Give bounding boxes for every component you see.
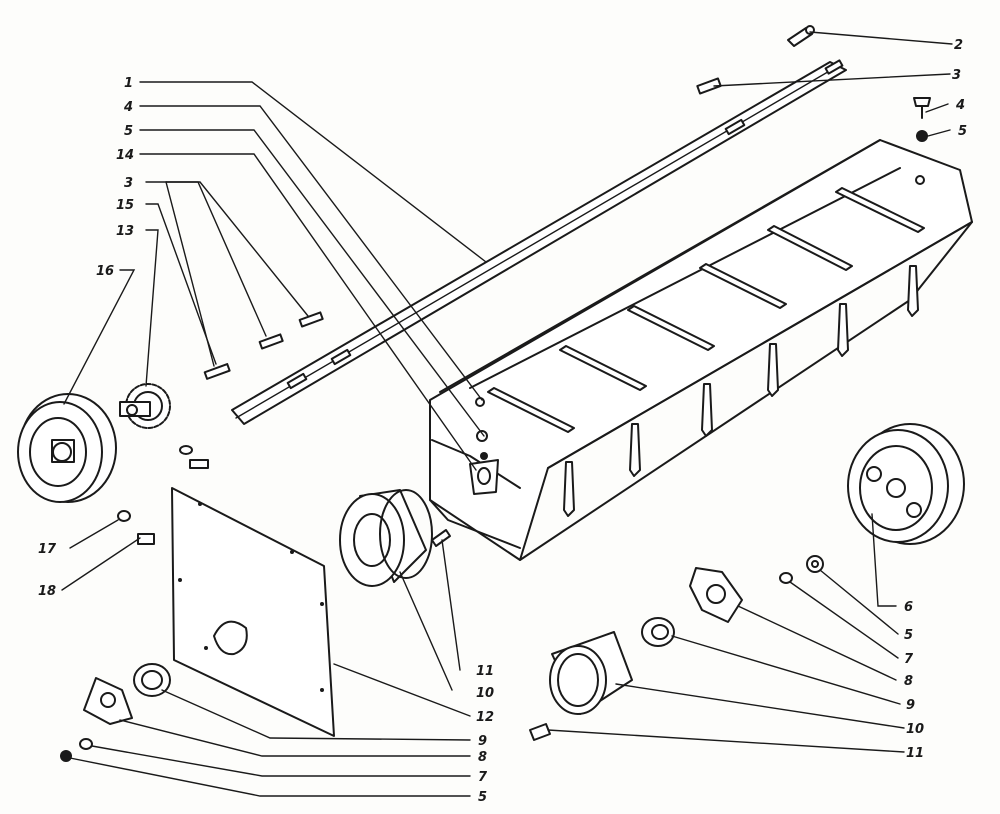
roller-right (549, 631, 633, 715)
bolt-top (787, 25, 815, 47)
fasteners-right (779, 555, 824, 584)
mounting-plate (171, 487, 335, 737)
callout-14: 14 (116, 148, 134, 163)
pulley-right (847, 423, 965, 545)
callout-8-right: 8 (904, 674, 913, 689)
pulley-left (17, 393, 117, 503)
trough-body (429, 139, 973, 561)
flange-right (689, 567, 743, 623)
callout-labels: 1 4 5 14 3 15 13 16 17 18 2 3 4 5 6 5 7 … (38, 38, 967, 805)
callout-5-top: 5 (958, 124, 967, 139)
callout-5: 5 (124, 124, 133, 139)
callout-7-bottom: 7 (478, 770, 488, 785)
key-parts (203, 77, 722, 380)
callout-17: 17 (38, 542, 57, 557)
callout-7-right: 7 (904, 652, 914, 667)
callout-8-bottom: 8 (478, 750, 487, 765)
fasteners-bottom-left (60, 663, 171, 762)
callout-10-right: 10 (906, 722, 924, 737)
callout-15: 15 (116, 198, 134, 213)
callout-1: 1 (124, 76, 133, 91)
callout-10-mid: 10 (476, 686, 494, 701)
callout-13: 13 (116, 224, 134, 239)
callout-11-right: 11 (906, 746, 924, 761)
callout-18: 18 (38, 584, 56, 599)
callout-2: 2 (954, 38, 963, 53)
bolt-washer-left (117, 445, 209, 545)
bearing-right (641, 617, 675, 647)
callout-3: 3 (124, 176, 133, 191)
callout-4-top: 4 (955, 98, 965, 113)
callout-4: 4 (123, 100, 133, 115)
sprocket (119, 383, 171, 429)
bolt-right (529, 723, 551, 741)
callout-6: 6 (904, 600, 913, 615)
callout-12: 12 (476, 710, 494, 725)
bolt-middle (431, 529, 451, 547)
leader-lines (61, 31, 953, 797)
callout-5-bottom: 5 (478, 790, 487, 805)
callout-5-right: 5 (904, 628, 913, 643)
shaft-bar (231, 59, 847, 425)
callout-3-top: 3 (952, 68, 961, 83)
roller-middle (339, 489, 433, 587)
callout-16: 16 (96, 264, 114, 279)
bolt-nut-top-right (913, 97, 931, 142)
callout-9-bottom: 9 (478, 734, 487, 749)
callout-9-right: 9 (906, 698, 915, 713)
callout-11-mid: 11 (476, 664, 494, 679)
